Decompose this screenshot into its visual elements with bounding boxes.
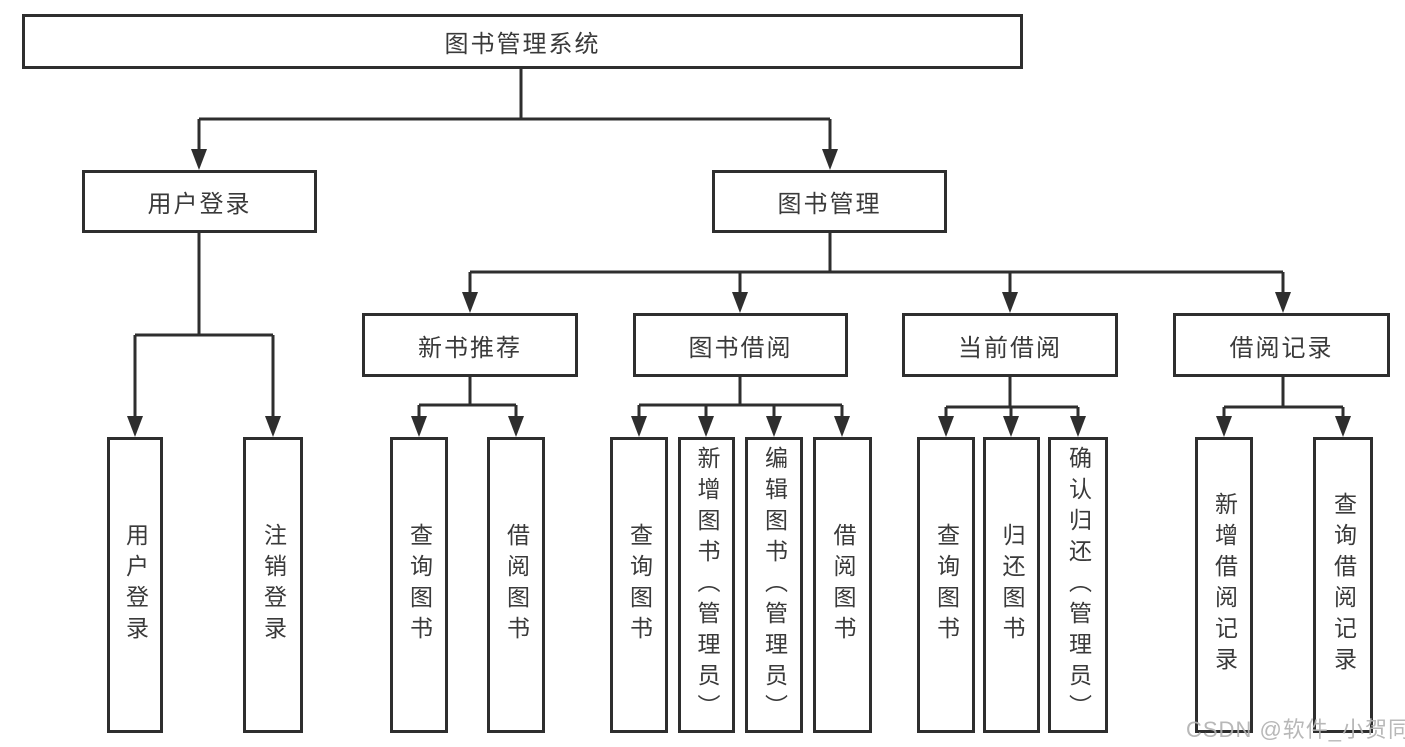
leaf-label: 确认归还（管理员） [1065, 445, 1092, 725]
leaf-label: 归还图书 [999, 523, 1025, 647]
leaf-label: 查询图书 [406, 523, 433, 647]
leaf-user-login: 用户登录 [107, 437, 163, 733]
node-borrow-record: 借阅记录 [1173, 313, 1390, 377]
node-label: 图书借阅 [688, 334, 793, 362]
node-user-login-branch: 用户登录 [82, 170, 317, 233]
leaf-label: 用户登录 [122, 523, 149, 647]
leaf-confirm-return-admin: 确认归还（管理员） [1048, 437, 1108, 733]
leaf-query-book-borrow: 查询图书 [610, 437, 668, 733]
node-new-book-recommend: 新书推荐 [362, 313, 578, 377]
leaf-label: 新增借阅记录 [1211, 492, 1238, 678]
node-book-management-branch: 图书管理 [712, 170, 947, 233]
leaf-add-borrow-record: 新增借阅记录 [1195, 437, 1253, 733]
leaf-query-borrow-record: 查询借阅记录 [1313, 437, 1373, 733]
leaf-query-book-recommend: 查询图书 [390, 437, 448, 733]
leaf-borrow-book-recommend: 借阅图书 [487, 437, 545, 733]
node-label: 图书管理 [777, 191, 882, 218]
node-label: 图书管理系统 [444, 31, 601, 58]
leaf-return-book: 归还图书 [983, 437, 1040, 733]
node-label: 借阅记录 [1229, 334, 1334, 362]
leaf-label: 查询图书 [933, 523, 960, 647]
leaf-add-book-admin: 新增图书（管理员） [678, 437, 735, 733]
leaf-logout: 注销登录 [243, 437, 303, 733]
node-current-borrow: 当前借阅 [902, 313, 1118, 377]
leaf-label: 编辑图书（管理员） [761, 445, 788, 725]
leaf-label: 新增图书（管理员） [694, 445, 720, 725]
leaf-label: 借阅图书 [503, 523, 530, 647]
leaf-borrow-book: 借阅图书 [813, 437, 872, 733]
csdn-watermark: CSDN @软件_小贺同学 [1186, 717, 1405, 742]
node-label: 新书推荐 [418, 334, 522, 362]
node-label: 用户登录 [147, 191, 252, 218]
leaf-label: 注销登录 [260, 523, 287, 647]
node-label: 当前借阅 [958, 334, 1062, 362]
leaf-label: 借阅图书 [830, 523, 856, 647]
leaf-edit-book-admin: 编辑图书（管理员） [745, 437, 803, 733]
node-book-borrow: 图书借阅 [633, 313, 848, 377]
leaf-label: 查询借阅记录 [1330, 492, 1357, 678]
node-library-management-system: 图书管理系统 [22, 14, 1023, 69]
leaf-label: 查询图书 [626, 523, 653, 647]
leaf-query-book-current: 查询图书 [917, 437, 975, 733]
